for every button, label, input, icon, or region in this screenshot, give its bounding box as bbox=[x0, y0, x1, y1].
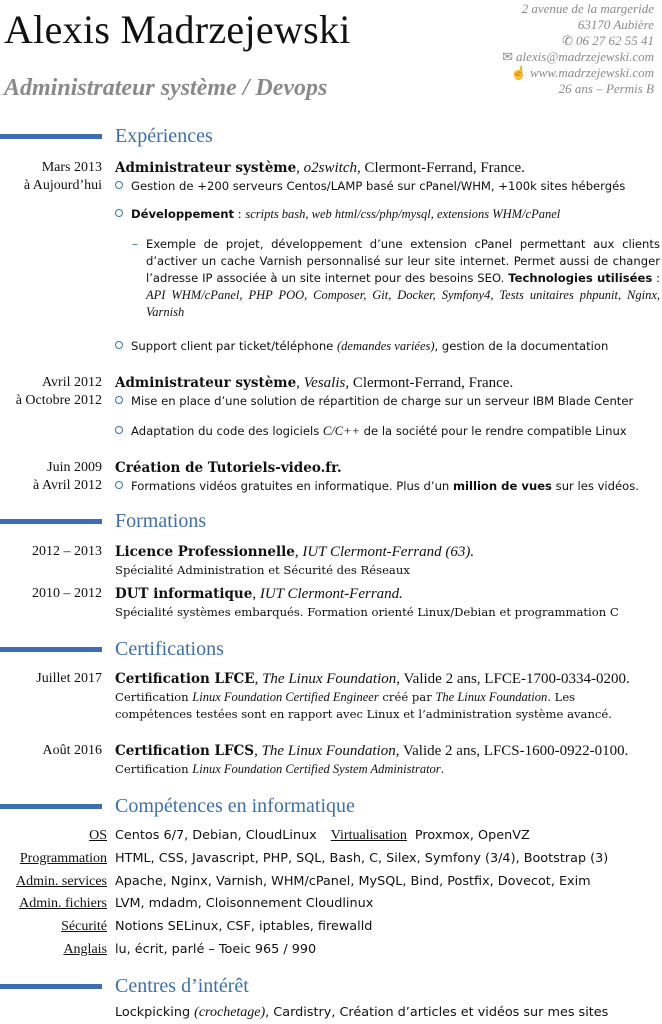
envelope-icon: ✉ bbox=[502, 49, 514, 64]
skill-label: OS bbox=[89, 828, 107, 843]
date-start: Juin 2009 bbox=[47, 460, 102, 475]
bullet-icon bbox=[115, 181, 123, 189]
certification-description: Certification Linux Foundation Certified… bbox=[115, 690, 576, 704]
section-title: Expériences bbox=[115, 125, 213, 147]
bullet-item: Gestion de +200 serveurs Centos/LAMP bas… bbox=[115, 178, 625, 195]
skill-label: Programmation bbox=[19, 851, 107, 866]
skill-label: Admin. services bbox=[16, 874, 107, 889]
skill-value: HTML, CSS, Javascript, PHP, SQL, Bash, C… bbox=[115, 851, 609, 866]
skill-label: Sécurité bbox=[61, 919, 107, 934]
bullet-icon bbox=[115, 396, 123, 404]
phone-line: ✆06 27 62 55 41 bbox=[502, 33, 654, 49]
formation-header: DUT informatique, IUT Clermont-Ferrand. bbox=[115, 586, 403, 602]
address-line-2: 63170 Aubière bbox=[577, 17, 654, 32]
bullet-item: Adaptation du code des logiciels C/C++ d… bbox=[115, 423, 627, 440]
section-bar bbox=[0, 134, 102, 139]
role: Administrateur système bbox=[115, 375, 297, 391]
age-permis: 26 ans – Permis B bbox=[558, 81, 654, 96]
certification-date: Août 2016 bbox=[42, 743, 103, 758]
section-bar bbox=[0, 519, 102, 524]
date-end: à Avril 2012 bbox=[33, 478, 102, 493]
bullet-item: Formations vidéos gratuites en informati… bbox=[115, 478, 639, 495]
section-bar bbox=[0, 984, 102, 989]
job-title: Administrateur système / Devops bbox=[4, 75, 328, 101]
project-description: Exemple de projet, développement d’une e… bbox=[146, 237, 661, 319]
bullet-item: Mise en place d’une solution de répartit… bbox=[115, 393, 633, 410]
contact-block: 2 avenue de la margeride 63170 Aubière ✆… bbox=[502, 1, 654, 97]
website[interactable]: www.madrzejewski.com bbox=[530, 65, 654, 80]
skill-value: LVM, mdadm, Cloisonnement Cloudlinux bbox=[115, 896, 374, 911]
bullet-icon bbox=[115, 426, 123, 434]
formation-date: 2012 – 2013 bbox=[32, 544, 102, 559]
place: , Clermont-Ferrand, France. bbox=[357, 160, 525, 176]
company: Vesalis bbox=[303, 375, 346, 391]
certification-date: Juillet 2017 bbox=[36, 671, 102, 686]
email-line[interactable]: ✉alexis@madrzejewski.com bbox=[502, 49, 654, 65]
section-title: Centres d’intérêt bbox=[115, 975, 249, 997]
certification-header: Certification LFCS, The Linux Foundation… bbox=[115, 743, 629, 759]
formation-header: Licence Professionnelle, IUT Clermont-Fe… bbox=[115, 544, 475, 560]
company: o2switch bbox=[303, 160, 358, 176]
experience-header: Administrateur système, o2switch, Clermo… bbox=[115, 160, 525, 176]
section-bar bbox=[0, 804, 102, 809]
bullet-icon bbox=[115, 209, 123, 217]
skill-label: Virtualisation bbox=[330, 828, 407, 843]
date-start: Avril 2012 bbox=[41, 375, 102, 390]
role: Administrateur système bbox=[115, 160, 297, 176]
bullet-icon bbox=[115, 481, 123, 489]
bullet-item: Support client par ticket/téléphone (dem… bbox=[115, 338, 608, 355]
certification-header: Certification LFCE, The Linux Foundation… bbox=[115, 671, 630, 687]
section-title: Compétences en informatique bbox=[115, 795, 355, 817]
section-title: Certifications bbox=[115, 638, 224, 660]
experience-header: Création de Tutoriels-video.fr. bbox=[115, 459, 342, 477]
role: Création de Tutoriels-video.fr. bbox=[115, 460, 342, 476]
skill-value: lu, écrit, parlé – Toeic 965 / 990 bbox=[115, 942, 317, 957]
date-start: Mars 2013 bbox=[41, 160, 102, 175]
website-line[interactable]: ☝www.madrzejewski.com bbox=[502, 65, 654, 81]
formation-description: Spécialité systèmes embarqués. Formation… bbox=[115, 605, 619, 619]
date-end: à Octobre 2012 bbox=[15, 393, 102, 408]
skill-value: Notions SELinux, CSF, iptables, firewall… bbox=[115, 919, 373, 934]
candidate-name: Alexis Madrzejewski bbox=[4, 7, 351, 52]
place: , Clermont-Ferrand, France. bbox=[345, 375, 514, 391]
experience-header: Administrateur système, Vesalis, Clermon… bbox=[115, 375, 514, 391]
phone: 06 27 62 55 41 bbox=[576, 33, 654, 48]
section-bar bbox=[0, 647, 102, 652]
section-title: Formations bbox=[115, 510, 207, 532]
dash-icon: – bbox=[132, 237, 138, 251]
phone-icon: ✆ bbox=[562, 33, 573, 48]
bullet-item: Développement : scripts bash, web html/c… bbox=[115, 206, 560, 223]
skill-label: Anglais bbox=[63, 942, 107, 957]
bullet-icon bbox=[115, 341, 123, 349]
pointer-icon: ☝ bbox=[510, 65, 528, 80]
certification-description: Certification Linux Foundation Certified… bbox=[115, 762, 445, 776]
formation-description: Spécialité Administration et Sécurité de… bbox=[115, 563, 410, 577]
interets-value: Lockpicking (crochetage), Cardistry, Cré… bbox=[115, 1005, 609, 1020]
date-end: à Aujourd’hui bbox=[23, 178, 102, 193]
skill-value: Apache, Nginx, Varnish, WHM/cPanel, MySQ… bbox=[115, 874, 591, 889]
formation-date: 2010 – 2012 bbox=[32, 586, 102, 601]
certification-description: compétences testées sont en rapport avec… bbox=[115, 707, 612, 721]
address-line-1: 2 avenue de la margeride bbox=[521, 1, 654, 16]
email[interactable]: alexis@madrzejewski.com bbox=[516, 49, 654, 64]
skill-label: Admin. fichiers bbox=[19, 896, 107, 911]
